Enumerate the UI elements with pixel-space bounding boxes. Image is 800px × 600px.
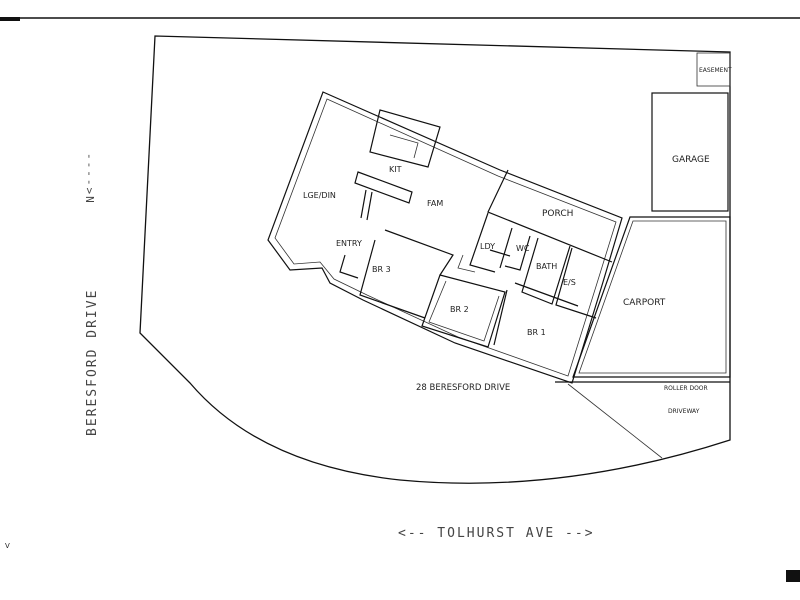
corner-mark [0, 17, 20, 21]
br3-walls [359, 229, 454, 319]
north-arrow: ---->N [83, 153, 96, 205]
carport-label: CARPORT [623, 298, 666, 308]
room-label-bedroom-3: BR 3 [372, 265, 391, 274]
room-label-ensuite: E/S [563, 278, 576, 287]
property-boundary [139, 35, 731, 484]
easement-label: EASEMENT [699, 67, 732, 74]
room-label-kitchen: KIT [389, 165, 402, 174]
br1-wall [493, 282, 579, 346]
garage-label: GARAGE [672, 155, 710, 165]
room-label-bedroom-2: BR 2 [450, 305, 469, 314]
street-address-label: 28 BERESFORD DRIVE [416, 383, 510, 393]
bath-walls [521, 237, 571, 305]
edge-mark: V [5, 542, 10, 550]
island-bench [354, 171, 413, 204]
carport-inner-outline [578, 220, 727, 374]
pantry-wall [360, 189, 373, 221]
carport-outline [572, 216, 731, 378]
laundry-walls [469, 212, 511, 273]
kitchen-walls [369, 109, 441, 168]
driveway-edge [567, 383, 663, 459]
street-label-beresford: BERESFORD DRIVE [85, 289, 100, 436]
corner-mark-bottom [786, 570, 800, 582]
room-label-bedroom-1: BR 1 [527, 328, 546, 337]
room-label-lounge-dining: LGE/DIN [303, 191, 336, 200]
room-label-wc: WC [516, 244, 530, 253]
room-label-family: FAM [427, 199, 443, 208]
wc-walls [499, 227, 531, 271]
street-label-tolhurst: <-- TOLHURST AVE --> [398, 526, 595, 541]
room-label-laundry: LDY [480, 242, 495, 251]
house-inner-outline [274, 98, 617, 377]
porch-wall [487, 169, 613, 263]
porch-label: PORCH [542, 209, 573, 219]
entry-walls [339, 254, 359, 279]
br2-walls [421, 274, 506, 348]
kitchen-bench [389, 134, 419, 159]
room-label-entry: ENTRY [336, 239, 362, 248]
house-outline [267, 91, 623, 384]
garage-outline [651, 92, 729, 212]
fam-pantry-wall [457, 254, 476, 273]
easement-box [696, 52, 731, 87]
ensuite-walls [555, 247, 597, 319]
br2-inner [428, 280, 500, 342]
room-label-bath: BATH [536, 262, 557, 271]
roller-door-label: ROLLER DOOR [664, 385, 708, 392]
driveway-label: DRIVEWAY [668, 408, 700, 415]
